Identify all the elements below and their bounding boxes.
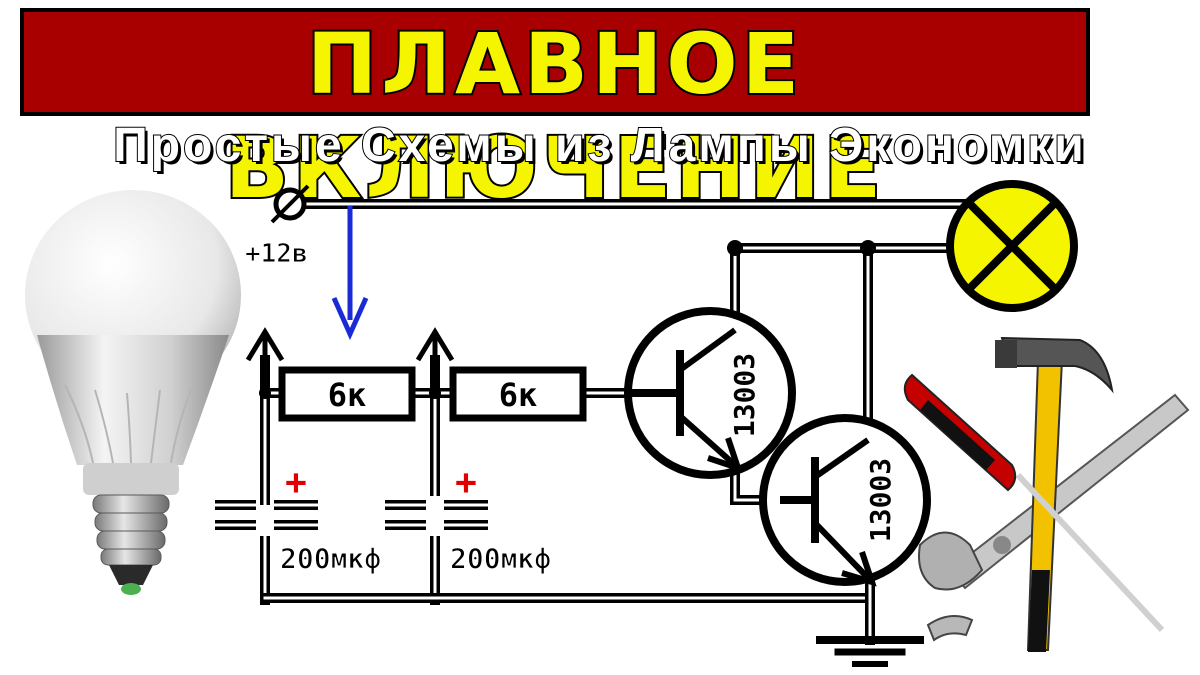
svg-text:+: + (285, 462, 307, 503)
capacitor-1: + 200мкф (215, 440, 382, 576)
led-bulb-icon (25, 190, 241, 595)
hammer-icon (995, 336, 1114, 652)
resistor-1: 6к (278, 366, 416, 422)
screwdriver-icon (903, 373, 1165, 633)
transistor-1: 13003 (624, 307, 796, 479)
junction-dots (259, 240, 876, 399)
svg-text:200мкф: 200мкф (280, 542, 381, 575)
ground-symbol (816, 636, 924, 667)
svg-text:6к: 6к (328, 376, 367, 414)
adjustable-wrench-icon (918, 393, 1190, 642)
supply-terminal (270, 184, 310, 224)
svg-text:6к: 6к (499, 376, 538, 414)
lamp-symbol (946, 180, 1078, 312)
supply-label: +12в (245, 239, 308, 269)
svg-text:+: + (455, 462, 477, 503)
transistor-2: 13003 (759, 414, 931, 587)
page-subtitle: Простые Схемы из Лампы Экономки (112, 118, 1087, 173)
current-arrow (331, 206, 369, 341)
resistor-2: 6к (449, 366, 587, 422)
svg-text:13003: 13003 (728, 353, 761, 437)
capacitor-2: + 200мкф (385, 462, 552, 576)
svg-text:200мкф: 200мкф (450, 542, 551, 575)
variable-arrows (245, 327, 455, 395)
svg-text:13003: 13003 (864, 458, 897, 542)
tools-illustration (903, 336, 1190, 652)
